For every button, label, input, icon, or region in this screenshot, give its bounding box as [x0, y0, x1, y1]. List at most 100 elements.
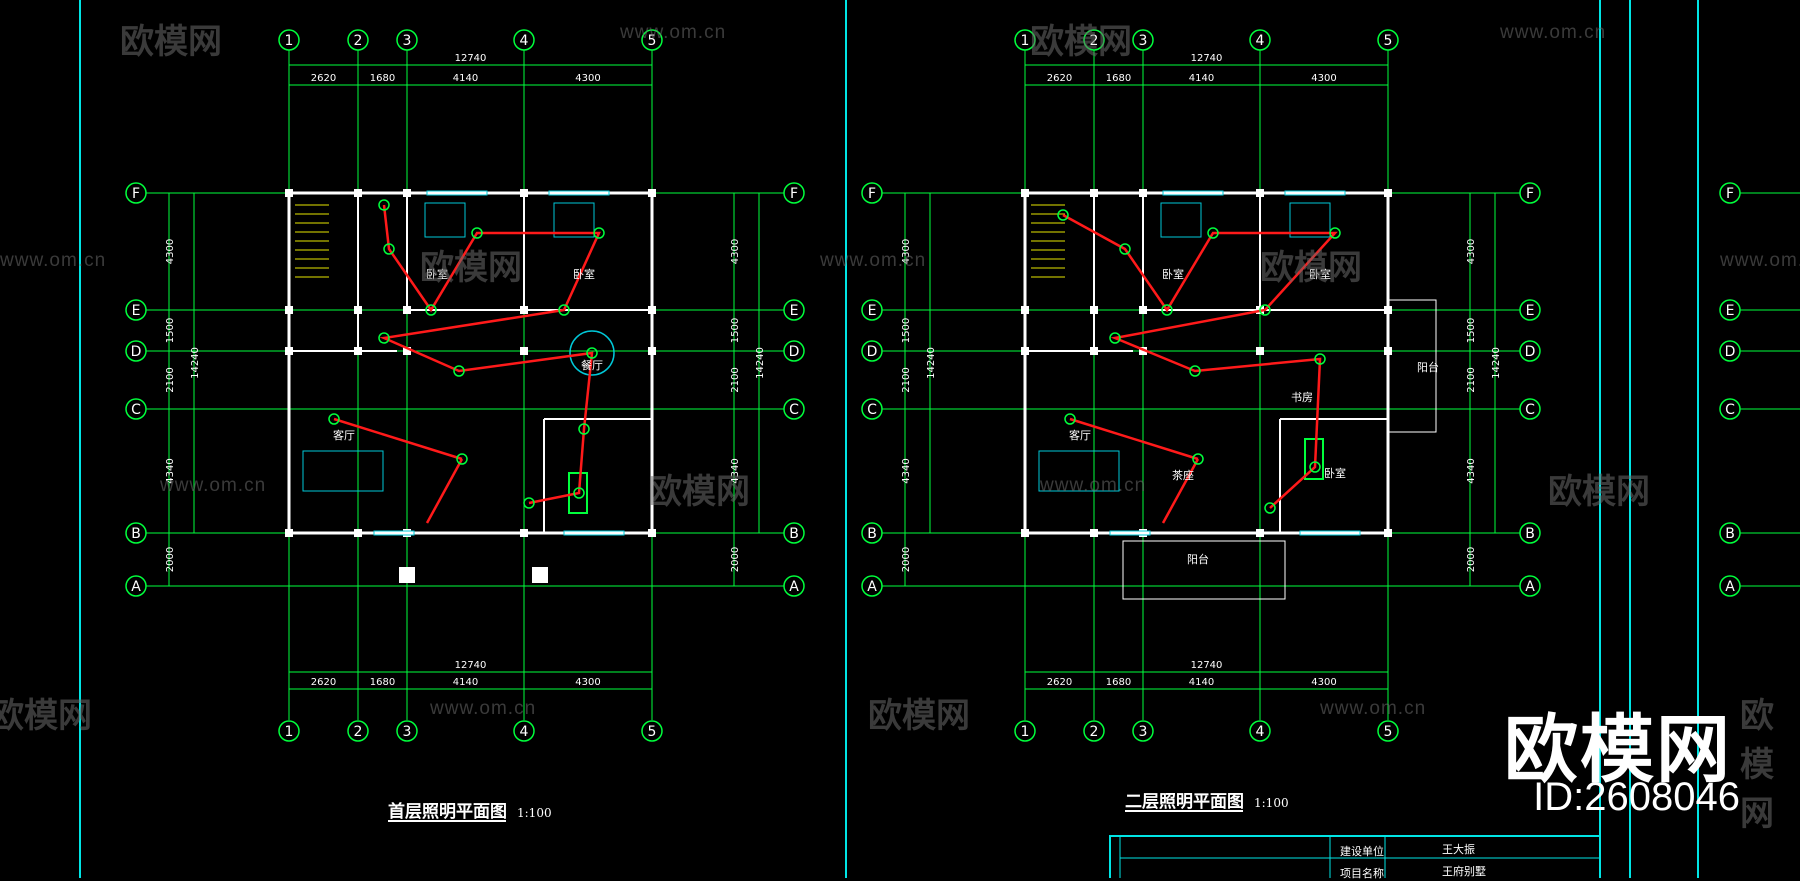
grid-bubble-label: B — [789, 526, 799, 542]
grid-bubble-label: 2 — [354, 33, 363, 49]
title-block-label: 项目名称 — [1340, 867, 1384, 880]
ceiling-light-fixture — [1189, 365, 1201, 377]
watermark-url: www.om.cn — [1320, 698, 1427, 719]
structural-column — [520, 189, 528, 197]
grid-bubble — [1014, 29, 1036, 51]
structural-column — [648, 529, 656, 537]
grid-bubble — [1014, 720, 1036, 742]
brand-logo-text: 欧模网 — [1504, 707, 1732, 793]
room-label: 茶座 — [1172, 468, 1194, 482]
watermark-brand: 欧模网 — [648, 473, 750, 511]
structural-column — [1256, 189, 1264, 197]
ceiling-light-fixture — [1264, 502, 1276, 514]
title-block-frame — [1109, 835, 1601, 878]
grid-bubble-label: 2 — [354, 724, 363, 740]
kitchen-counter — [568, 472, 588, 514]
room-label: 阳台 — [1417, 360, 1439, 374]
title-block-label: 建设单位 — [1340, 845, 1384, 858]
ceiling-light-fixture — [558, 304, 570, 316]
window — [426, 190, 488, 196]
dimension-label: 4300 — [901, 239, 912, 264]
structural-column — [1139, 529, 1147, 537]
grid-bubble — [1719, 522, 1741, 544]
structural-column — [403, 347, 411, 355]
grid-bubble-label: B — [131, 526, 141, 542]
entrance-column — [532, 567, 548, 583]
grid-bubble-label: 2 — [1090, 724, 1099, 740]
dimension-label: 2620 — [1047, 677, 1072, 688]
structural-column — [403, 306, 411, 314]
grid-bubble-label: 3 — [1139, 724, 1148, 740]
grid-bubble — [1132, 29, 1154, 51]
bed — [424, 202, 466, 238]
grid-bubble — [861, 182, 883, 204]
structural-column — [403, 529, 411, 537]
window — [548, 190, 610, 196]
grid-bubble-label: C — [131, 402, 141, 418]
room-label: 卧室 — [426, 267, 448, 281]
window — [563, 530, 625, 536]
grid-bubble-label: A — [1525, 579, 1535, 595]
dimension-label: 4300 — [1311, 677, 1336, 688]
grid-bubble-label: B — [1725, 526, 1735, 542]
plan-title-underline — [388, 820, 506, 822]
ceiling-light-fixture — [593, 227, 605, 239]
watermark-url: www.om.cn — [430, 698, 537, 719]
dimension-label: 1680 — [370, 677, 395, 688]
ceiling-light-fixture — [383, 243, 395, 255]
grid-bubble-label: A — [867, 579, 877, 595]
structural-column — [648, 347, 656, 355]
dimension-label: 4300 — [1311, 73, 1336, 84]
grid-bubble-label: 1 — [285, 724, 294, 740]
dimension-label: 4340 — [901, 458, 912, 483]
dimension-label: 4140 — [453, 677, 478, 688]
grid-bubble-label: F — [1726, 186, 1734, 202]
grid-bubble-label: B — [867, 526, 877, 542]
ceiling-light-fixture — [471, 227, 483, 239]
grid-bubble-label: C — [1725, 402, 1735, 418]
lighting-circuit — [425, 458, 464, 524]
watermark-brand: 欧模网 — [120, 23, 222, 61]
watermark-url: www.om.cn — [1720, 250, 1800, 271]
grid-bubble-label: D — [867, 344, 878, 360]
structural-column — [354, 529, 362, 537]
structural-column — [354, 347, 362, 355]
grid-bubble-label: 1 — [285, 33, 294, 49]
grid-bubble — [513, 720, 535, 742]
dimension-label: 1680 — [1106, 73, 1131, 84]
window — [1109, 530, 1151, 536]
title-block-value: 王大振 — [1442, 843, 1475, 856]
grid-bubble — [861, 340, 883, 362]
room-label: 客厅 — [333, 428, 355, 442]
ceiling-light-fixture — [328, 413, 340, 425]
dimension-total-label: 14240 — [1491, 347, 1502, 379]
watermark-url: www.om.cn — [1500, 22, 1607, 43]
grid-bubble-label: D — [1525, 344, 1536, 360]
ceiling-light-fixture — [578, 423, 590, 435]
dimension-total-label: 14240 — [190, 347, 201, 379]
grid-bubble — [278, 720, 300, 742]
grid-bubble-label: A — [789, 579, 799, 595]
grid-bubble-label: B — [1525, 526, 1535, 542]
room-label: 书房 — [1291, 391, 1313, 404]
room-label: 卧室 — [1309, 267, 1331, 281]
structural-column — [1021, 347, 1029, 355]
dimension-label: 4300 — [730, 239, 741, 264]
grid-bubble — [396, 720, 418, 742]
grid-bubble-label: 5 — [648, 724, 657, 740]
lighting-circuit — [379, 204, 601, 505]
dimension-label: 2100 — [165, 367, 176, 392]
dimension-label: 2100 — [901, 367, 912, 392]
grid-bubble-label: A — [1725, 579, 1735, 595]
grid-bubble — [783, 299, 805, 321]
dimension-label: 4140 — [453, 73, 478, 84]
grid-bubble-label: C — [867, 402, 877, 418]
dimension-total-label: 12740 — [455, 660, 487, 671]
grid-bubble-label: 3 — [403, 33, 412, 49]
title-block-value: 王府别墅 — [1442, 865, 1486, 878]
sofa — [1038, 450, 1120, 492]
watermark-url: www.om.cn — [0, 250, 107, 271]
grid-bubble — [125, 522, 147, 544]
structural-column — [1090, 347, 1098, 355]
